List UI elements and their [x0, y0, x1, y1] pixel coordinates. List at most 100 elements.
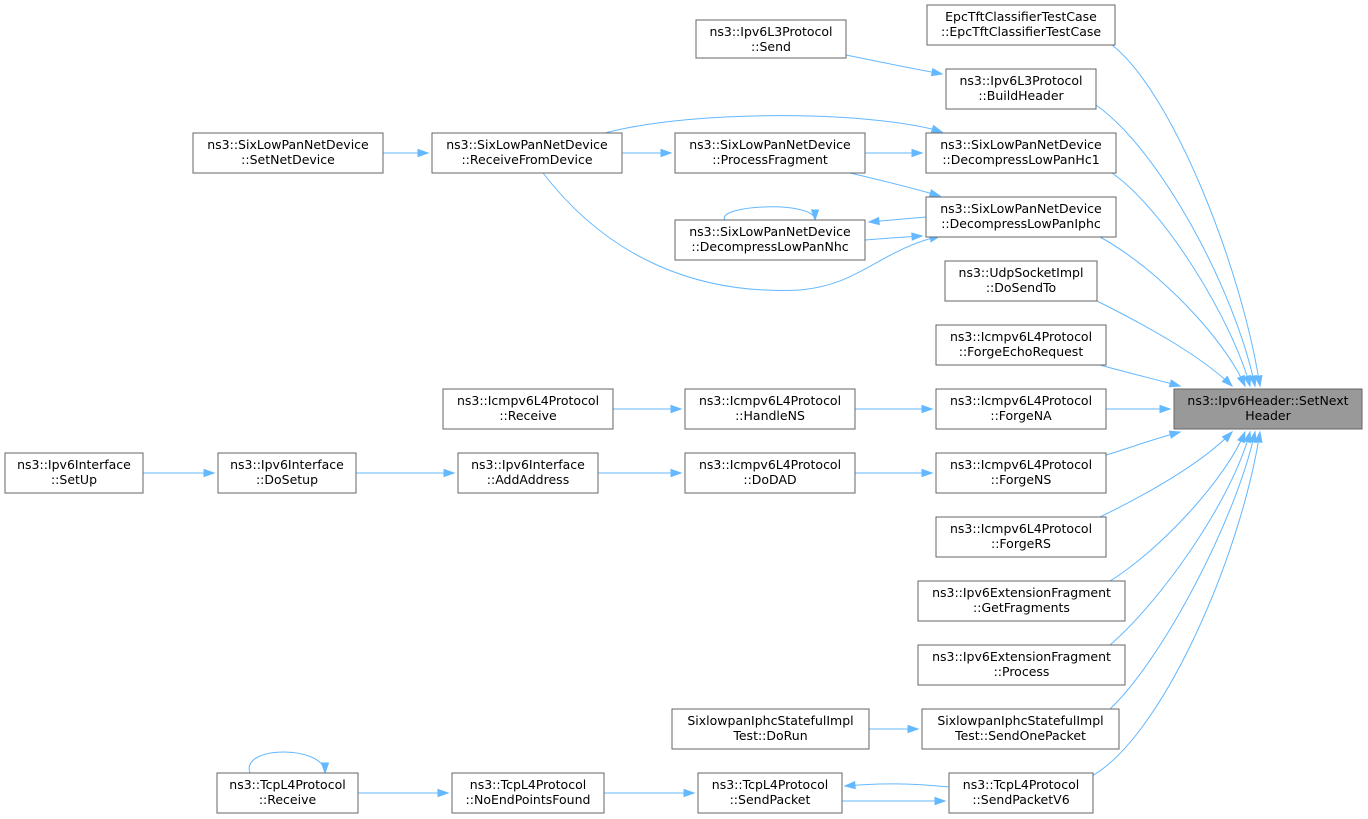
arrowhead	[810, 209, 820, 222]
node-label-line: ns3::Icmpv6L4Protocol	[950, 393, 1092, 408]
node-ipv6interface-dosetup[interactable]: ns3::Ipv6Interface::DoSetup	[217, 452, 357, 494]
edge-n1	[1111, 44, 1263, 388]
node-tcpl4protocol-sendpacket[interactable]: ns3::TcpL4Protocol::SendPacket	[697, 772, 843, 814]
node-box	[935, 516, 1107, 558]
node-tcpl4protocol-noendpointsfound[interactable]: ns3::TcpL4Protocol::NoEndPointsFound	[451, 772, 605, 814]
node-icmpv6-dodad[interactable]: ns3::Icmpv6L4Protocol::DoDAD	[684, 452, 856, 494]
edge-line	[1109, 431, 1246, 582]
node-icmpv6-forgeechorequest[interactable]: ns3::Icmpv6L4Protocol::ForgeEchoRequest	[935, 324, 1107, 366]
node-label-line: ns3::Icmpv6L4Protocol	[699, 393, 841, 408]
node-icmpv6-receive[interactable]: ns3::Icmpv6L4Protocol::Receive	[442, 388, 614, 430]
node-label-line: ::AddAddress	[487, 472, 569, 487]
node-sixlowpan-decompresslowpanhc1[interactable]: ns3::SixLowPanNetDevice::DecompressLowPa…	[925, 132, 1117, 174]
node-label-line: ::DecompressLowPanIphc	[941, 216, 1101, 231]
node-label-line: ::DoDAD	[743, 472, 796, 487]
node-icmpv6-forgens[interactable]: ns3::Icmpv6L4Protocol::ForgeNS	[935, 452, 1107, 494]
arrowhead	[911, 148, 924, 158]
node-box	[935, 324, 1107, 366]
edge-line	[604, 115, 943, 134]
node-label-line: Header	[1245, 408, 1291, 423]
node-label-line: ns3::SixLowPanNetDevice	[940, 201, 1102, 216]
edge-line	[1105, 431, 1181, 456]
node-icmpv6-handlens[interactable]: ns3::Icmpv6L4Protocol::HandleNS	[684, 388, 856, 430]
arrowhead	[921, 468, 934, 478]
node-label-line: ns3::Icmpv6L4Protocol	[950, 521, 1092, 536]
node-ipv6l3protocol-send[interactable]: ns3::Ipv6L3Protocol::Send	[695, 19, 847, 59]
node-label-line: ::Receive	[259, 792, 317, 807]
node-box	[674, 219, 866, 261]
node-label-line: EpcTftClassifierTestCase	[945, 9, 1097, 24]
node-box	[917, 644, 1126, 686]
node-box	[4, 452, 144, 494]
node-label-line: ::Send	[751, 39, 791, 54]
node-label-line: ns3::UdpSocketImpl	[959, 265, 1084, 280]
node-ipv6extensionfragment-getfragments[interactable]: ns3::Ipv6ExtensionFragment::GetFragments	[917, 580, 1126, 622]
edge-n21	[1109, 430, 1246, 582]
node-label-line: ::GetFragments	[973, 600, 1070, 615]
node-label-line: ns3::SixLowPanNetDevice	[207, 137, 369, 152]
edge-n23	[1109, 430, 1257, 710]
node-icmpv6-forgers[interactable]: ns3::Icmpv6L4Protocol::ForgeRS	[935, 516, 1107, 558]
node-label-line: SixlowpanIphcStatefulImpl	[687, 713, 853, 728]
node-ipv6l3protocol-buildheader[interactable]: ns3::Ipv6L3Protocol::BuildHeader	[945, 68, 1097, 110]
edge-n15	[1105, 430, 1182, 456]
node-sixlowpan-decompresslowpannhc[interactable]: ns3::SixLowPanNetDevice::DecompressLowPa…	[674, 219, 866, 261]
node-box	[926, 4, 1116, 46]
node-label-line: ns3::Ipv6L3Protocol	[709, 24, 832, 39]
node-epctftclassifiertestcase[interactable]: EpcTftClassifierTestCase::EpcTftClassifi…	[926, 4, 1116, 46]
arrowhead	[928, 189, 942, 198]
node-sixlowpan-decompresslowpaniphc[interactable]: ns3::SixLowPanNetDevice::DecompressLowPa…	[925, 196, 1117, 238]
node-label-line: ns3::Ipv6ExtensionFragment	[932, 649, 1111, 664]
edge-line	[1109, 431, 1251, 646]
node-ipv6interface-addaddress[interactable]: ns3::Ipv6Interface::AddAddress	[457, 452, 599, 494]
arrowhead	[1168, 430, 1182, 439]
arrowhead	[911, 232, 924, 241]
edge-n7	[383, 148, 430, 158]
node-box	[671, 708, 870, 750]
node-label-line: ns3::Ipv6Header::SetNext	[1187, 393, 1348, 408]
edge-n24	[869, 724, 920, 734]
arrowhead	[670, 404, 683, 414]
node-sixlowpan-setnetdevice[interactable]: ns3::SixLowPanNetDevice::SetNetDevice	[192, 132, 384, 174]
node-ipv6interface-setup[interactable]: ns3::Ipv6Interface::SetUp	[4, 452, 144, 494]
edge-n19	[143, 468, 216, 478]
arrowhead	[867, 216, 880, 226]
node-sixlowpan-processfragment[interactable]: ns3::SixLowPanNetDevice::ProcessFragment	[674, 132, 866, 174]
node-ipv6extensionfragment-process[interactable]: ns3::Ipv6ExtensionFragment::Process	[917, 644, 1126, 686]
node-label-line: ns3::Ipv6Interface	[471, 457, 585, 472]
node-label-line: ::ForgeNS	[991, 472, 1052, 487]
arrowhead	[417, 148, 430, 158]
node-box	[695, 19, 847, 59]
edge-n28	[358, 788, 450, 798]
node-udpsocketimpl-dosendto[interactable]: ns3::UdpSocketImpl::DoSendTo	[944, 260, 1098, 302]
node-tcpl4protocol-receive[interactable]: ns3::TcpL4Protocol::Receive	[216, 772, 359, 814]
node-label-line: ns3::Icmpv6L4Protocol	[457, 393, 599, 408]
node-sixlowpaniphcstatefulimpltest-sendonepacket[interactable]: SixlowpanIphcStatefulImplTest::SendOnePa…	[921, 708, 1120, 750]
arrowhead	[670, 468, 683, 478]
edge-n16	[855, 468, 934, 478]
node-box	[451, 772, 605, 814]
node-box	[921, 708, 1120, 750]
arrowhead	[907, 724, 920, 734]
edge-n27	[604, 788, 696, 798]
node-tcpl4protocol-sendpacketv6[interactable]: ns3::TcpL4Protocol::SendPacketV6	[948, 772, 1094, 814]
edge-n9	[864, 232, 924, 241]
arrowhead	[1168, 379, 1182, 388]
node-sixlowpan-receivefromdevice[interactable]: ns3::SixLowPanNetDevice::ReceiveFromDevi…	[431, 132, 623, 174]
edge-n9loop	[724, 206, 820, 222]
edge-line	[1111, 44, 1261, 387]
edge-n18	[356, 468, 456, 478]
edge-n3	[845, 54, 944, 77]
node-label-line: ::DecompressLowPanNhc	[691, 239, 848, 254]
node-label-line: ns3::Ipv6Interface	[230, 457, 344, 472]
arrowhead	[660, 148, 673, 158]
node-icmpv6-forgena[interactable]: ns3::Icmpv6L4Protocol::ForgeNA	[935, 388, 1107, 430]
arrowhead	[1243, 374, 1252, 388]
node-label-line: ns3::Icmpv6L4Protocol	[699, 457, 841, 472]
edge-n4	[1111, 172, 1252, 388]
node-label-line: ns3::TcpL4Protocol	[229, 777, 345, 792]
node-box	[674, 132, 866, 174]
node-box	[684, 388, 856, 430]
